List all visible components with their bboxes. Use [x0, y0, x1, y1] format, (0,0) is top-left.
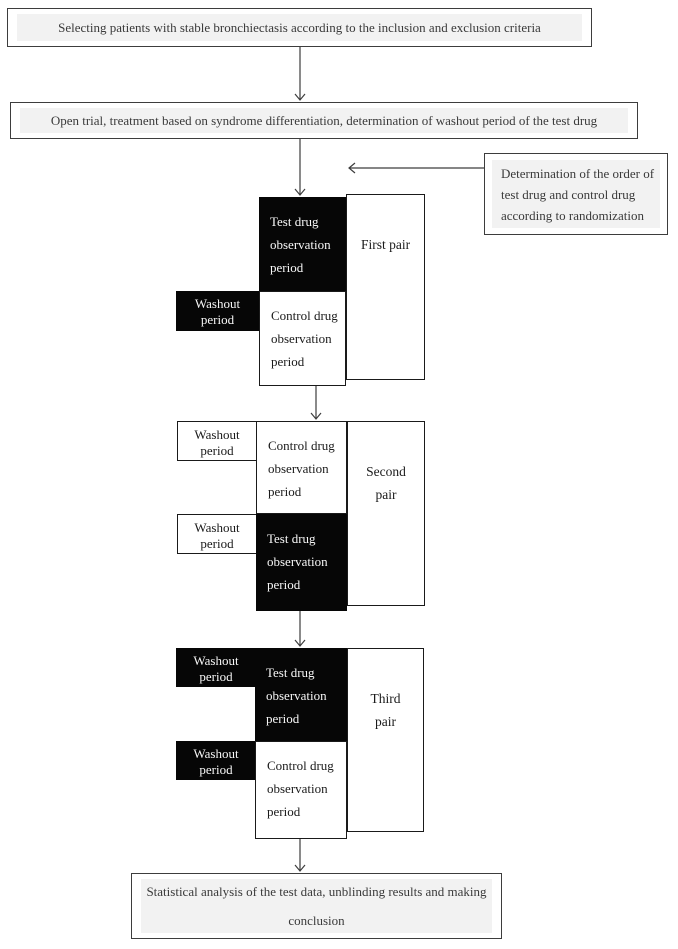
pair1-label: First pair	[360, 237, 411, 252]
pair3-washout1-box: Washout period	[176, 648, 256, 687]
arrow-pair3-to-analysis	[294, 839, 306, 872]
pair3-washout2-box: Washout period	[176, 741, 256, 780]
pair2-label: Second pair	[366, 464, 406, 502]
pair1-test-drug-label: Test drug observation period	[270, 214, 331, 275]
step-select-patients-text: Selecting patients with stable bronchiec…	[17, 14, 582, 41]
arrow-open-to-pair1	[294, 139, 306, 196]
pair2-test-drug-box: Test drug observation period	[256, 514, 347, 611]
step-select-patients-box: Selecting patients with stable bronchiec…	[7, 8, 592, 47]
note-randomization-text: Determination of the order of test drug …	[492, 160, 660, 228]
pair3-test-drug-label: Test drug observation period	[266, 665, 327, 726]
pair2-washout1-label: Washout period	[194, 427, 240, 458]
pair3-control-drug-box: Control drug observation period	[255, 741, 347, 839]
arrow-randomization-note	[348, 162, 484, 174]
step-open-trial-text: Open trial, treatment based on syndrome …	[20, 108, 628, 133]
pair2-control-drug-label: Control drug observation period	[268, 438, 335, 499]
arrow-pair1-to-pair2	[310, 386, 322, 420]
note-randomization-box: Determination of the order of test drug …	[484, 153, 668, 235]
pair3-control-drug-label: Control drug observation period	[267, 758, 334, 819]
pair2-label-box: Second pair	[347, 421, 425, 606]
pair3-washout1-label: Washout period	[193, 653, 239, 684]
pair3-label: Third pair	[370, 691, 401, 729]
step-open-trial-box: Open trial, treatment based on syndrome …	[10, 102, 638, 139]
pair2-test-drug-label: Test drug observation period	[267, 531, 328, 592]
pair1-label-box: First pair	[346, 194, 425, 380]
pair1-control-drug-box: Control drug observation period	[259, 291, 346, 386]
pair3-test-drug-box: Test drug observation period	[255, 648, 347, 741]
pair2-washout2-box: Washout period	[177, 514, 257, 554]
pair2-washout2-label: Washout period	[194, 520, 240, 551]
arrow-pair2-to-pair3	[294, 611, 306, 647]
pair1-washout-label: Washout period	[194, 296, 241, 327]
step-statistical-analysis-box: Statistical analysis of the test data, u…	[131, 873, 502, 939]
pair1-test-drug-box: Test drug observation period	[259, 197, 346, 291]
pair2-washout1-box: Washout period	[177, 421, 257, 461]
arrow-select-to-open	[294, 47, 306, 101]
pair1-control-drug-label: Control drug observation period	[271, 308, 338, 369]
pair3-label-box: Third pair	[347, 648, 424, 832]
pair3-washout2-label: Washout period	[193, 746, 239, 777]
pair2-control-drug-box: Control drug observation period	[256, 421, 347, 514]
step-statistical-analysis-text: Statistical analysis of the test data, u…	[141, 879, 492, 933]
pair1-washout-box: Washout period	[176, 291, 259, 331]
